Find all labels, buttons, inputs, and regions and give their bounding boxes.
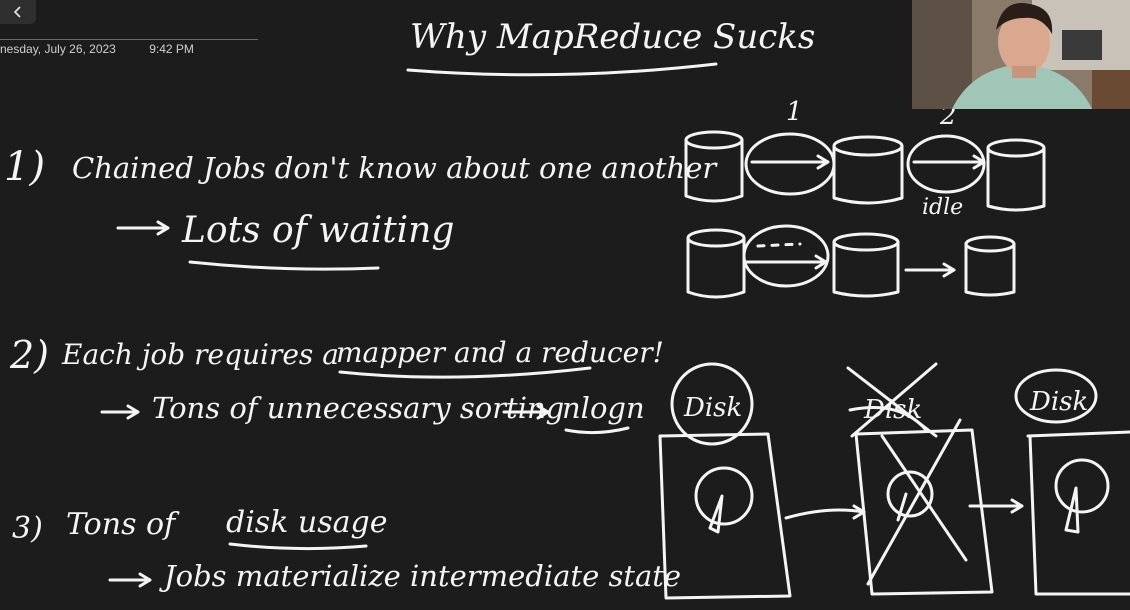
note-timestamp: nesday, July 26, 2023 9:42 PM (0, 42, 194, 56)
cylinder-4 (686, 228, 746, 299)
point-1-sub: Lots of waiting (181, 210, 454, 251)
point-2-text-b: mapper and a reducer! (336, 336, 664, 369)
point-3-text-b: disk usage (226, 505, 387, 540)
cylinder-3 (986, 138, 1046, 212)
machine-2-crossed: Disk (846, 362, 994, 596)
disk-label-3: Disk (1029, 387, 1088, 417)
disk-label-1: Disk (683, 393, 742, 423)
cylinder-1 (684, 130, 744, 203)
mapper-oval-3 (742, 224, 830, 288)
note-date: nesday, July 26, 2023 (0, 42, 116, 56)
webcam-video (912, 0, 1130, 109)
mapper-oval-2 (906, 134, 986, 194)
note-time: 9:42 PM (149, 42, 194, 56)
point-2-sub-a: Tons of unnecessary sorting (152, 391, 564, 425)
point-3-text-a: Tons of (66, 507, 180, 542)
point-2-sub-b: nlogn (562, 391, 645, 425)
machine-1: Disk (658, 362, 792, 600)
arrow-disk-2 (968, 498, 1024, 514)
point-3-number: 3) (12, 511, 43, 546)
title-underline (406, 62, 718, 77)
machine-3: Disk (1014, 368, 1130, 596)
underline-nlogn (564, 426, 630, 435)
cylinder-6 (964, 235, 1016, 297)
underline-1 (188, 260, 380, 271)
point-1-text: Chained Jobs don't know about one anothe… (72, 151, 718, 185)
arrow-2a (100, 404, 140, 420)
chevron-left-icon (13, 6, 21, 18)
idle-label: idle (922, 195, 963, 220)
point-1-number: 1) (4, 144, 45, 190)
point-2-number: 2) (9, 333, 49, 377)
arrow-3 (108, 572, 152, 588)
underline-3 (228, 542, 368, 551)
page-title: Why MapReduce Sucks (410, 17, 815, 57)
point-3-sub: Jobs materialize intermediate state (159, 559, 681, 593)
arrow-1 (116, 220, 170, 236)
back-button[interactable] (0, 0, 36, 24)
diagram-label-1: 1 (786, 97, 803, 127)
cylinder-5 (832, 232, 900, 298)
point-2-text-a: Each job requires a (61, 338, 339, 371)
mapper-oval-1 (744, 132, 836, 196)
cylinder-2 (832, 135, 904, 205)
arrow-disk-1 (784, 504, 866, 520)
header-divider (0, 39, 258, 40)
arrow-row2 (904, 262, 956, 278)
underline-2 (338, 366, 592, 379)
arrow-2b (502, 404, 550, 420)
